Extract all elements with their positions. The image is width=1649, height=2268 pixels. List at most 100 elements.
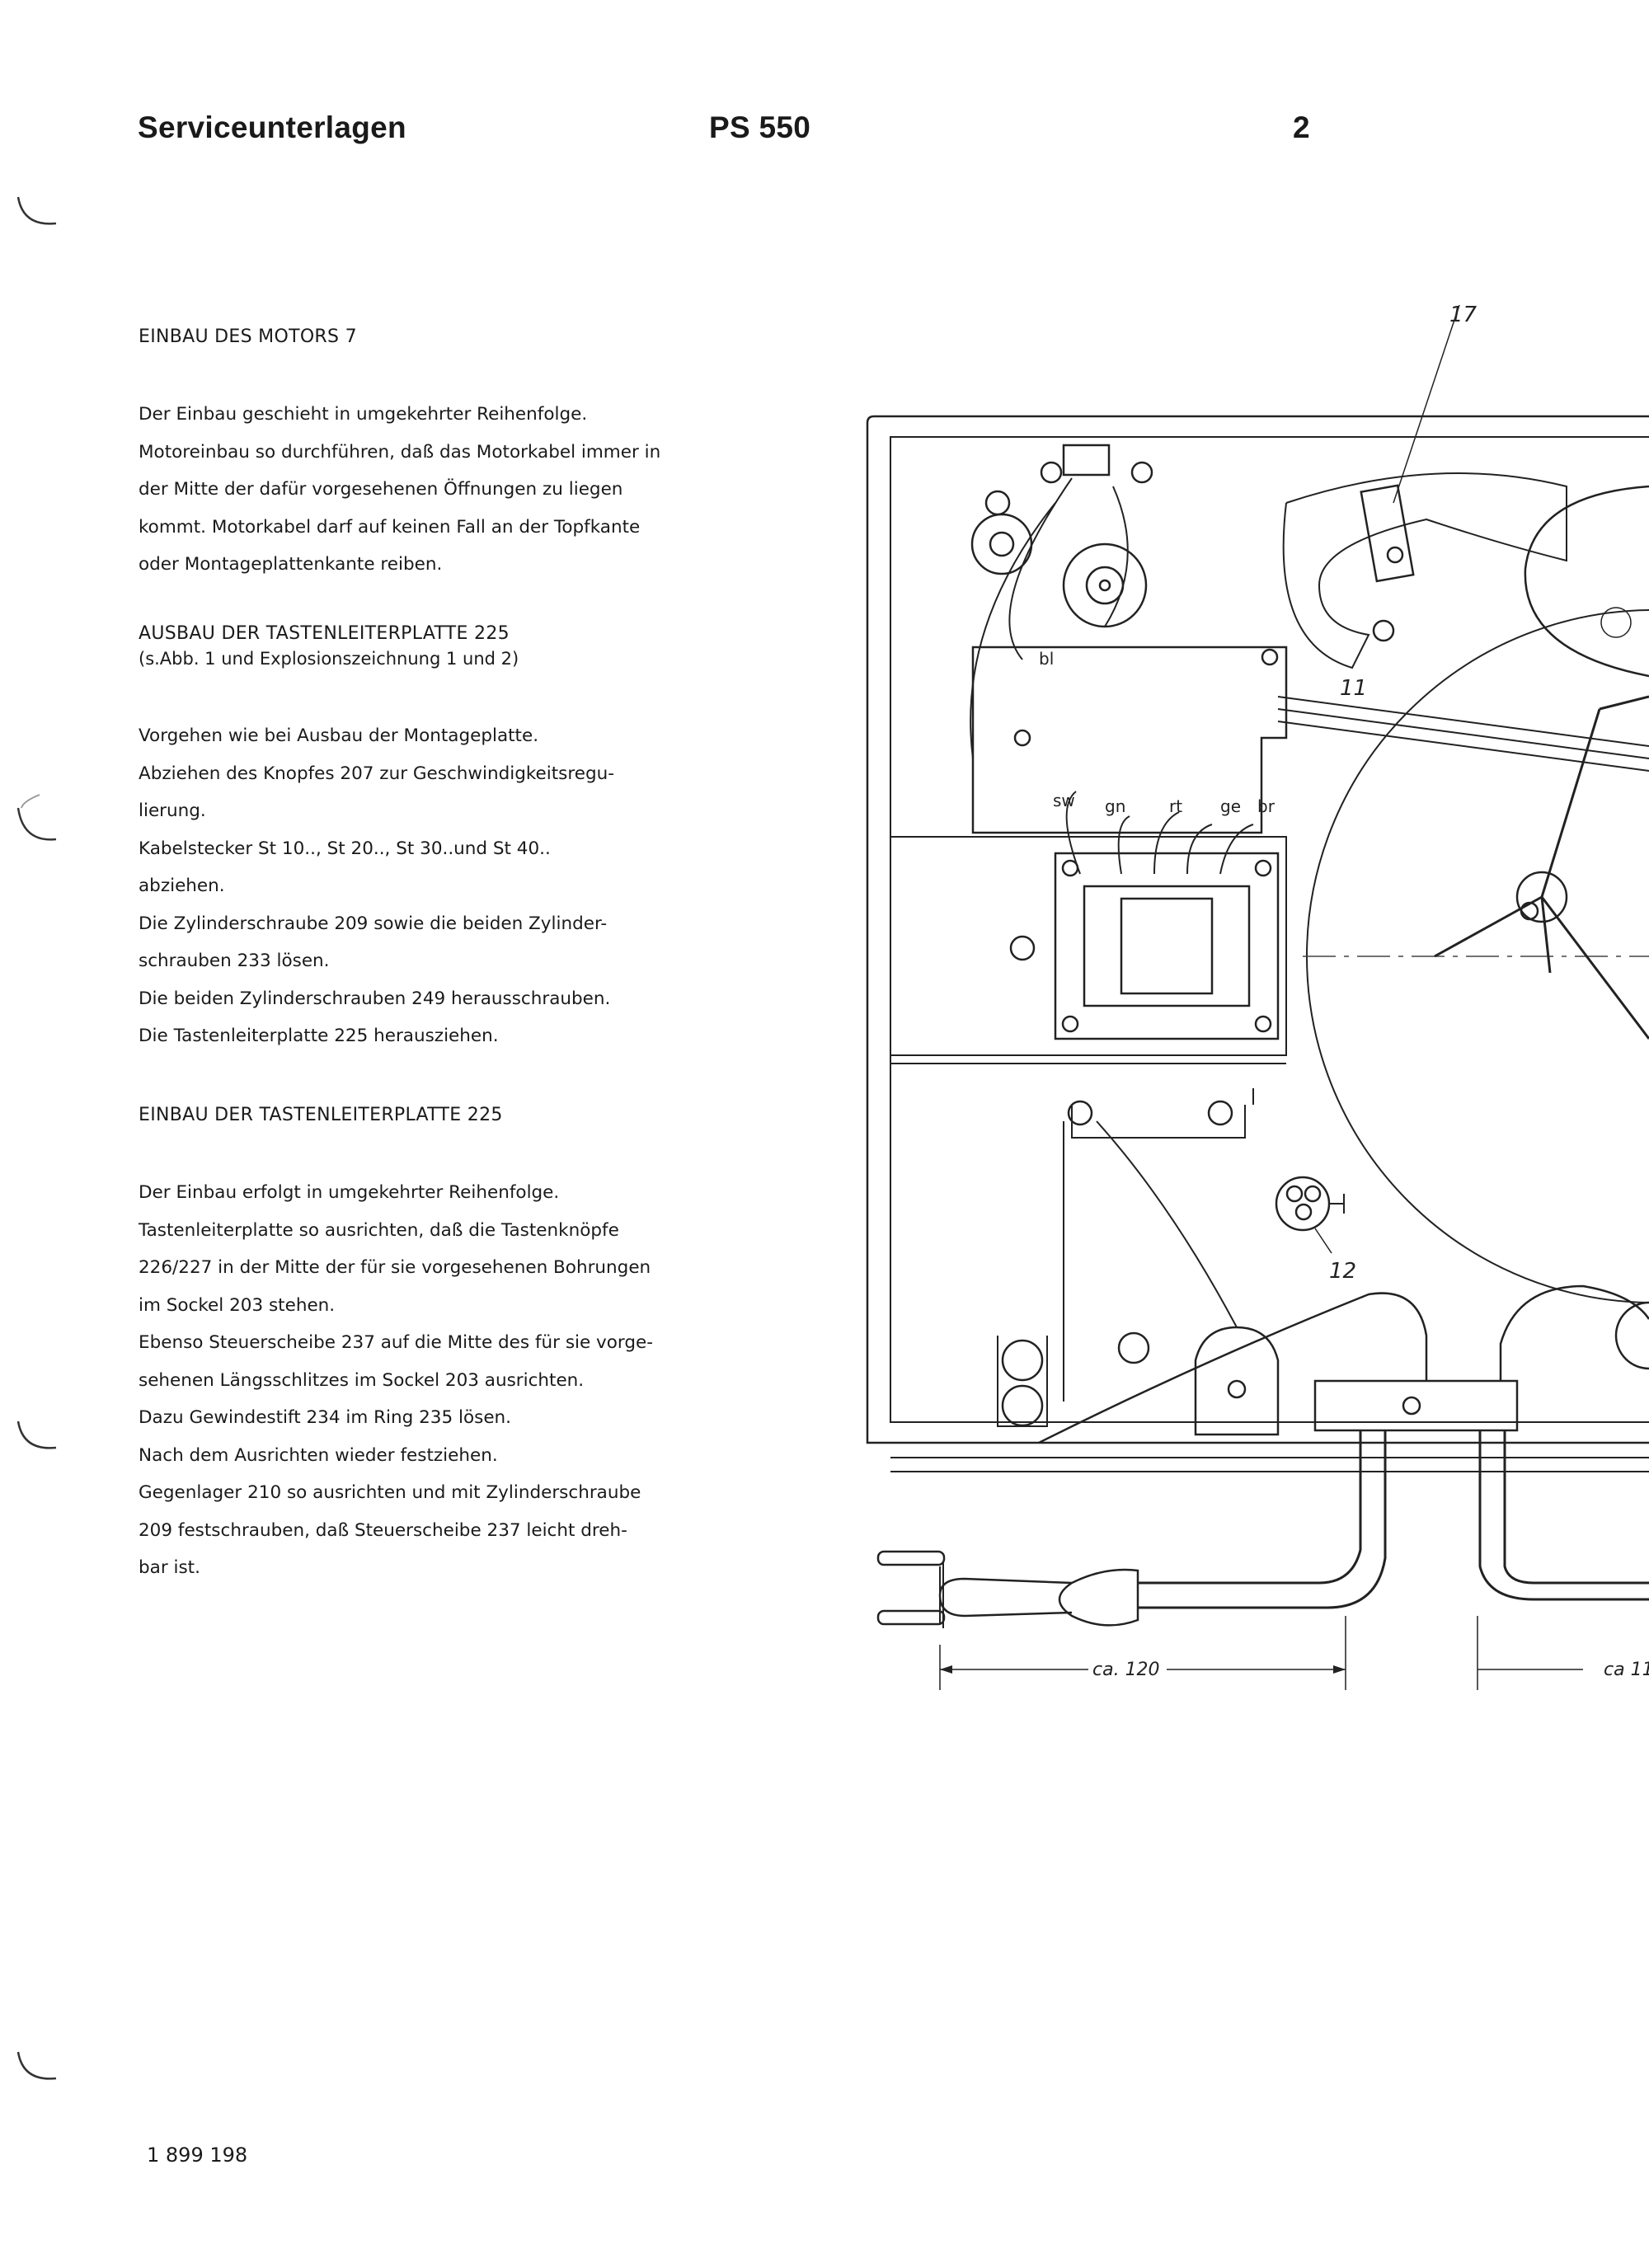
text-line: Die Tastenleiterplatte 225 herausziehen. [139, 1026, 499, 1046]
binder-mark-icon [16, 2051, 57, 2080]
socket-pin [1304, 1185, 1322, 1203]
chassis-inner-outline [890, 436, 1649, 1423]
chassis-base-edge [890, 1457, 1649, 1472]
document-number: 1 899 198 [147, 2144, 248, 2167]
text-line: kommt. Motorkabel darf auf keinen Fall a… [139, 516, 641, 538]
lower-bracket [1063, 1120, 1238, 1402]
cable-clamp-screw [1402, 1396, 1421, 1416]
transformer-frame [1054, 852, 1280, 1040]
transformer-screw [1254, 1015, 1272, 1033]
text-line: 209 festschrauben, daß Steuerscheibe 237… [139, 1519, 627, 1541]
transformer-screw [1061, 859, 1079, 877]
transformer-screw [1254, 859, 1272, 877]
mount-screw [1009, 935, 1036, 961]
transformer-coil [1120, 897, 1214, 995]
support-rail [1071, 1088, 1254, 1139]
support-screw [1067, 1100, 1093, 1126]
text-line: Dazu Gewindestift 234 im Ring 235 lösen. [139, 1407, 512, 1428]
wire-label-ge: ge [1220, 796, 1241, 816]
circuit-board [971, 646, 1288, 834]
transformer-core [1083, 885, 1251, 1007]
corner-pulley [1001, 1384, 1044, 1427]
binder-mark-icon [16, 1420, 57, 1449]
text-line: Gegenlager 210 so ausrichten und mit Zyl… [139, 1482, 641, 1503]
text-line: Kabelstecker St 10.., St 20.., St 30..un… [139, 838, 551, 859]
page-number: 2 [1293, 110, 1310, 144]
text-line: Vorgehen wie bei Ausbau der Montageplatt… [139, 725, 539, 746]
signal-cable [1478, 1430, 1649, 1601]
transformer-bay [890, 836, 1287, 1064]
text-line: oder Montageplattenkante reiben. [139, 554, 443, 575]
section-body-einbau-tastenleiterplatte: Der Einbau erfolgt in umgekehrter Reihen… [139, 1174, 699, 1587]
power-cable [1138, 1430, 1362, 1585]
spindle-hub [1515, 871, 1568, 923]
power-cable [1138, 1430, 1387, 1609]
wire-label-sw: sw [1053, 791, 1075, 810]
cable-clamp [1313, 1379, 1519, 1432]
text-line: abziehen. [139, 876, 225, 896]
chassis-outline [866, 415, 1649, 1444]
text-line: Die beiden Zylinderschrauben 249 herauss… [139, 988, 611, 1009]
binder-mark-icon [16, 196, 57, 225]
wire-label-rt: rt [1169, 796, 1182, 816]
signal-cable [1503, 1430, 1649, 1585]
leader-line-17 [1393, 304, 1460, 504]
board-screw [1013, 729, 1031, 747]
text-line: sehenen Längsschlitzes im Sockel 203 aus… [139, 1369, 585, 1391]
dimension-extension [939, 1616, 1346, 1690]
terminal-block [1062, 444, 1111, 477]
cable-guide [1194, 1326, 1280, 1436]
signal-wires [1277, 696, 1649, 772]
binder-mark-icon [16, 794, 57, 841]
wire-label-br: br [1257, 796, 1276, 816]
plug-body [938, 1577, 1073, 1618]
motor-center [1600, 607, 1632, 638]
wire-label-bl: bl [1039, 649, 1054, 669]
motor-wires [970, 477, 1129, 759]
section-heading-einbau-motor: EINBAU DES MOTORS 7 [139, 326, 357, 347]
dimension-line-right [1477, 1616, 1583, 1690]
plug-pin [876, 1550, 946, 1566]
text-line: im Sockel 203 stehen. [139, 1294, 336, 1316]
text-line: Der Einbau geschieht in umgekehrter Reih… [139, 404, 588, 425]
plug-strain-relief [1058, 1568, 1139, 1627]
callout-17: 17 [1449, 303, 1478, 327]
hub-screw [1520, 901, 1539, 921]
text-line: der Mitte der dafür vorgesehenen Öffnung… [139, 479, 623, 500]
transformer-leads [1065, 791, 1254, 875]
dimension-label-right: ca 11 [1604, 1660, 1649, 1680]
casting-contour [1282, 472, 1567, 669]
mount-screw [984, 490, 1011, 516]
wire-label-gn: gn [1105, 796, 1125, 816]
corner-pulley [1001, 1339, 1044, 1382]
plug-pin [876, 1609, 946, 1626]
plug-face [939, 1562, 944, 1628]
transformer-screw [1061, 1015, 1079, 1033]
callout-11: 11 [1340, 676, 1367, 701]
corner-bracket [997, 1336, 1048, 1427]
text-line: Motoreinbau so durchführen, daß das Moto… [139, 441, 661, 463]
section-body-einbau-motor: Der Einbau geschieht in umgekehrter Reih… [139, 396, 699, 584]
leader-line-12 [1314, 1228, 1332, 1254]
text-line: 226/227 in der Mitte der für sie vorgese… [139, 1257, 651, 1278]
dimension-label-left: ca. 120 [1092, 1660, 1160, 1680]
motor-housing [1524, 485, 1649, 678]
pulley-center [1062, 542, 1148, 628]
text-line: Ebenso Steuerscheibe 237 auf die Mitte d… [139, 1332, 654, 1353]
screw-11 [1372, 619, 1395, 642]
pulley-left-center [989, 531, 1015, 557]
callout-12: 12 [1329, 1259, 1356, 1284]
text-line: Nach dem Ausrichten wieder festziehen. [139, 1444, 498, 1466]
spoke-lines [1434, 695, 1649, 1040]
terminal-screw [1130, 461, 1153, 484]
text-line: Der Einbau erfolgt in umgekehrter Reihen… [139, 1182, 560, 1203]
idler-screw [1386, 546, 1404, 564]
page-header-title: Serviceunterlagen [138, 110, 406, 144]
pulley-center-axle [1098, 579, 1111, 592]
text-line: lierung. [139, 801, 206, 821]
text-line: Abziehen des Knopfes 207 zur Geschwindig… [139, 763, 615, 784]
pulley-center-hub [1085, 566, 1125, 605]
board-screw [1261, 648, 1279, 666]
socket-pin [1285, 1185, 1304, 1203]
section-heading-einbau-tastenleiterplatte: EINBAU DER TASTENLEITERPLATTE 225 [139, 1105, 503, 1125]
